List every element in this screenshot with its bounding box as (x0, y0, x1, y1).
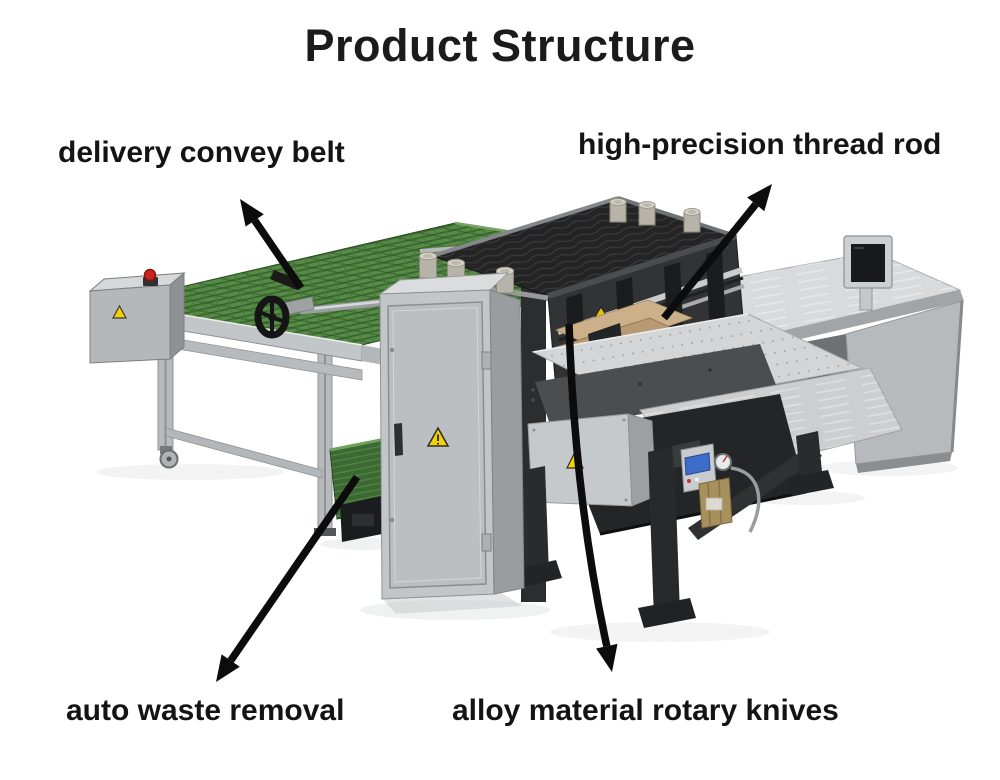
label-alloy-rotary-knives: alloy material rotary knives (452, 694, 839, 727)
label-high-precision-thread-rod: high-precision thread rod (578, 128, 942, 161)
grease-canisters (419, 198, 701, 294)
label-auto-waste-removal: auto waste removal (66, 694, 345, 727)
annotation-arrows (216, 184, 772, 682)
door-handle (394, 423, 403, 456)
warning-triangle-icon (111, 304, 128, 319)
air-hose (730, 466, 761, 533)
page-title: Product Structure (304, 20, 696, 71)
emergency-stop-button (143, 268, 157, 282)
warning-triangle-icon (426, 426, 450, 447)
monitor-screen (851, 244, 885, 282)
belt-motor-box (88, 268, 186, 364)
pneumatic-unit (672, 440, 761, 533)
pneumatic-display (684, 452, 711, 476)
caster-wheel (159, 446, 179, 469)
junction-box (527, 413, 657, 507)
waste-removal-belt (329, 436, 398, 542)
door-hinge (481, 533, 492, 552)
label-delivery-convey-belt: delivery convey belt (58, 136, 345, 169)
arrow-alloy-rotary-knives (565, 323, 618, 672)
control-monitor (843, 235, 893, 311)
conveyor-frame-legs (157, 329, 336, 536)
arrow-delivery-convey-belt (240, 199, 305, 291)
arrow-auto-waste-removal (216, 474, 361, 682)
adjustment-handwheel (254, 270, 315, 339)
arrow-high-precision-thread-rod (661, 184, 772, 321)
electrical-cabinet (378, 272, 525, 614)
door-hinge (481, 351, 492, 370)
